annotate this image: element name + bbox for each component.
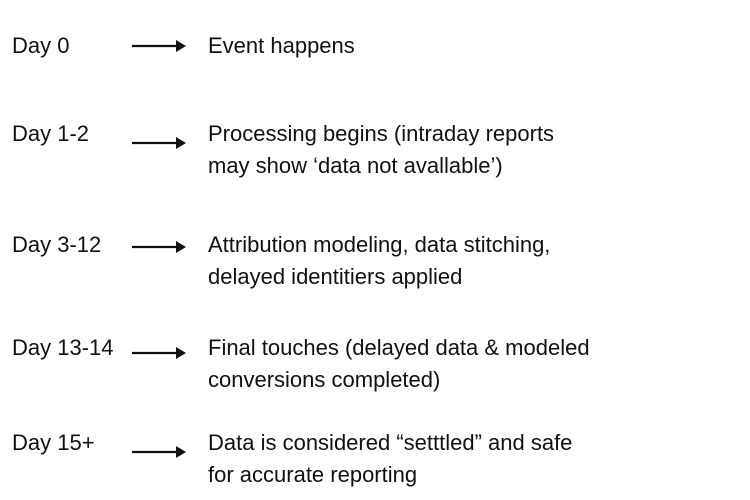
- day-label: Day 3-12: [12, 232, 102, 257]
- description-line: Final touches (delayed data & modeled: [208, 335, 590, 360]
- step-description: Event happens: [208, 30, 728, 62]
- step-description: Final touches (delayed data & modeled co…: [208, 332, 728, 396]
- description-line: Processing begins (intraday reports: [208, 121, 555, 146]
- step-description: Attribution modeling, data stitching, de…: [208, 229, 728, 293]
- right-arrow-icon: [132, 446, 186, 458]
- right-arrow-icon: [132, 241, 186, 253]
- description-line: Event happens: [208, 33, 355, 58]
- day-label: Day 15+: [12, 430, 95, 455]
- day-label: Day 0: [12, 33, 70, 58]
- right-arrow-icon: [132, 347, 186, 359]
- step-description: Data is considered “setttled” and safe f…: [208, 427, 728, 491]
- description-line: conversions completed): [208, 367, 441, 392]
- description-line: delayed identitiers applied: [208, 264, 463, 289]
- right-arrow-icon: [132, 40, 186, 52]
- right-arrow-icon: [132, 137, 186, 149]
- day-label: Day 13-14: [12, 335, 114, 360]
- description-line: Data is considered “setttled” and safe: [208, 430, 573, 455]
- description-line: may show ‘data not avallable’): [208, 153, 503, 178]
- step-description: Processing begins (intraday reports may …: [208, 118, 728, 182]
- description-line: Attribution modeling, data stitching,: [208, 232, 551, 257]
- day-label: Day 1-2: [12, 121, 90, 146]
- description-line: for accurate reporting: [208, 462, 418, 487]
